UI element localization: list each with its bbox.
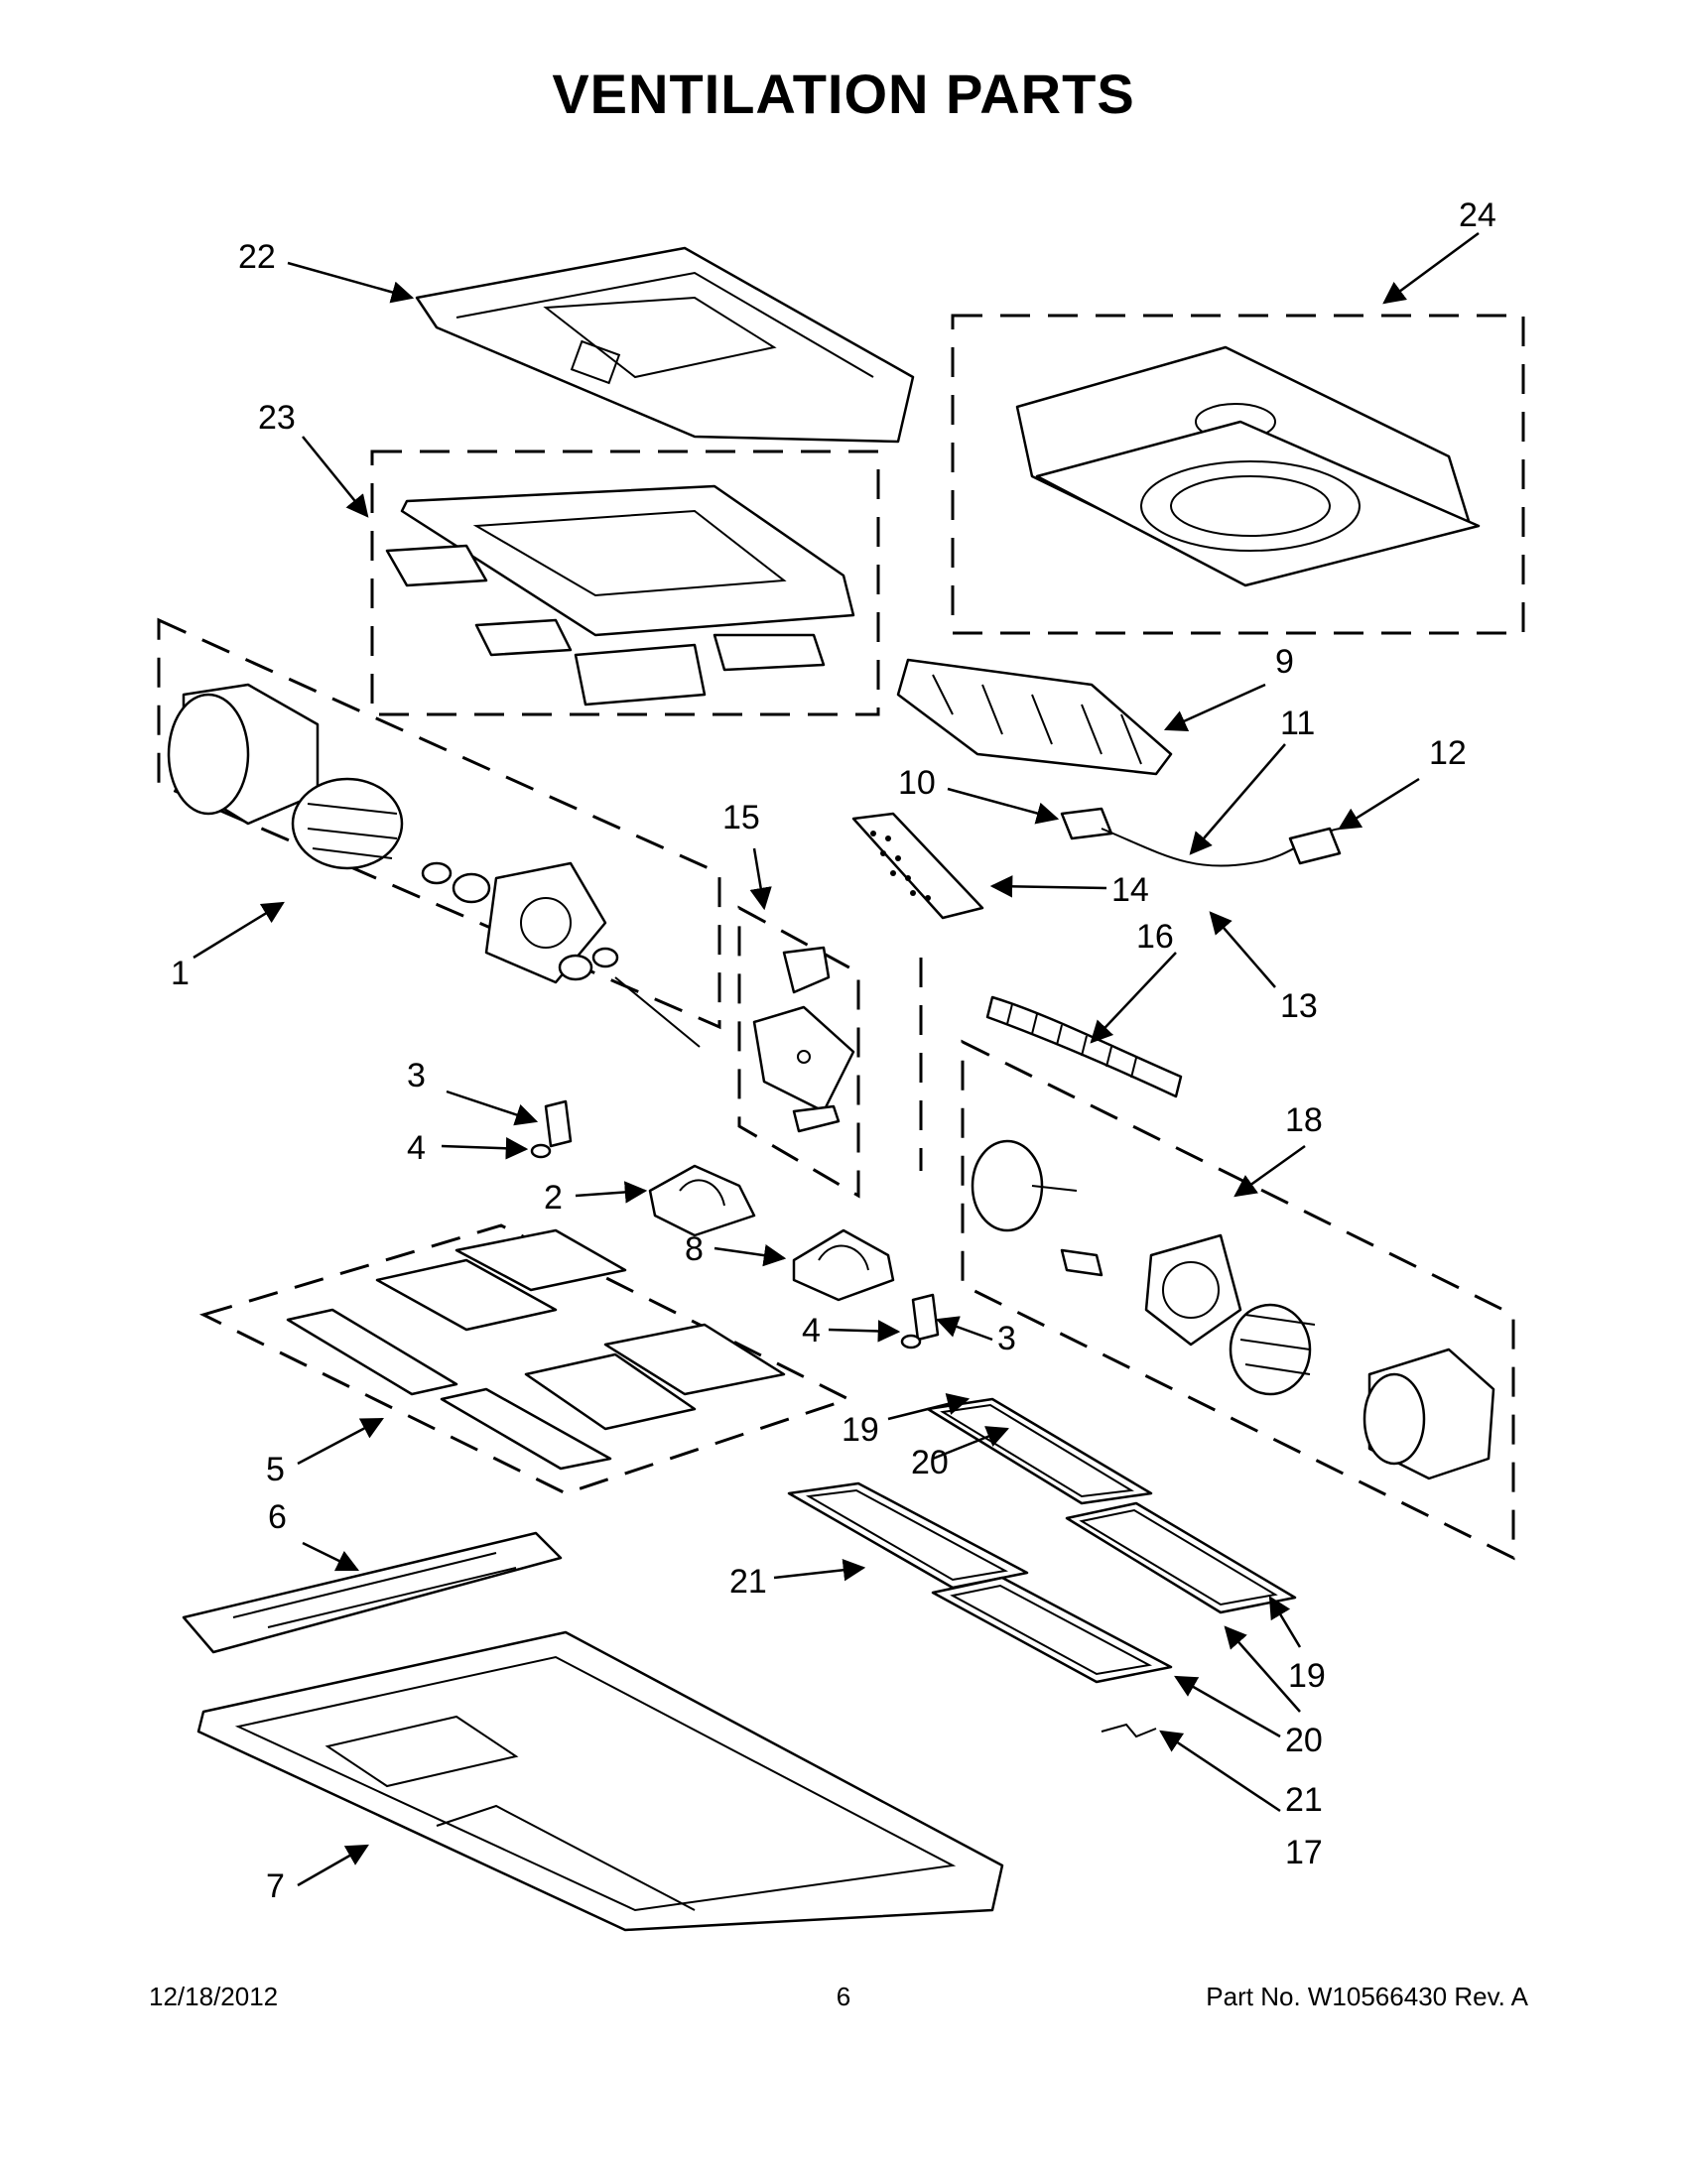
callout-16: 16 — [1136, 918, 1174, 956]
part-15-bracket — [752, 946, 855, 1133]
part-16-spacer-coil — [985, 995, 1183, 1098]
part-3-4-fastener-right — [900, 1293, 940, 1349]
callout-6: 6 — [268, 1498, 287, 1536]
footer-page-number: 6 — [836, 1982, 851, 2011]
part-2-grommet — [648, 1164, 756, 1237]
callout-19b: 19 — [1288, 1657, 1326, 1695]
part-17-clip — [1101, 1723, 1157, 1738]
part-21-frame-lower — [931, 1576, 1173, 1684]
callout-2: 2 — [544, 1179, 563, 1217]
page-title: VENTILATION PARTS — [552, 63, 1135, 125]
callout-numbers: 22 24 23 9 11 12 10 1 15 14 16 13 3 4 2 … — [171, 196, 1496, 1905]
callout-11: 11 — [1280, 705, 1315, 742]
part-24-group-box — [951, 314, 1525, 635]
footer-date: 12/18/2012 — [149, 1982, 279, 2011]
callout-19: 19 — [842, 1411, 879, 1449]
part-19-20-filter-upper — [926, 1397, 1153, 1505]
callout-21b: 21 — [1285, 1781, 1323, 1819]
part-6-bracket — [182, 1531, 563, 1654]
part-1-group-box — [157, 617, 721, 1030]
callout-12: 12 — [1429, 734, 1467, 772]
callout-13: 13 — [1280, 987, 1318, 1025]
callout-24: 24 — [1459, 196, 1496, 234]
callout-4: 4 — [407, 1129, 426, 1167]
callout-18: 18 — [1285, 1101, 1323, 1139]
part-15-group-box — [737, 905, 860, 1199]
part-3-4-fastener-left — [530, 1099, 573, 1159]
part-7-base-pan — [196, 1630, 1004, 1932]
callout-10: 10 — [898, 764, 936, 802]
callout-15: 15 — [722, 799, 760, 836]
callout-5: 5 — [266, 1451, 285, 1488]
part-5-group-box — [198, 1223, 852, 1495]
callout-20b: 20 — [1285, 1722, 1323, 1759]
callout-20: 20 — [911, 1444, 949, 1481]
callout-23: 23 — [258, 399, 296, 437]
part-23-panel — [385, 484, 855, 707]
callout-22: 22 — [238, 238, 276, 276]
part-5-filter-pads — [286, 1228, 786, 1471]
part-19-20-filter-lower — [1065, 1501, 1297, 1614]
callout-9: 9 — [1275, 643, 1294, 681]
callout-3b: 3 — [997, 1320, 1016, 1357]
part-11-wire-harness — [1060, 807, 1342, 867]
leader-lines — [193, 231, 1480, 1887]
part-21-frame-upper — [787, 1481, 1029, 1590]
callout-4b: 4 — [802, 1312, 821, 1349]
callout-14: 14 — [1111, 871, 1149, 909]
callout-21: 21 — [729, 1563, 767, 1601]
callout-17: 17 — [1285, 1834, 1323, 1871]
part-8-grommet — [792, 1228, 895, 1302]
callout-1: 1 — [171, 955, 190, 992]
part-14-perforated-plate — [851, 812, 984, 920]
callout-7: 7 — [266, 1867, 285, 1905]
part-18-group-box — [961, 1039, 1515, 1561]
part-22-top-cover — [415, 246, 915, 444]
callout-8: 8 — [685, 1230, 704, 1268]
part-24-plates — [1015, 345, 1481, 587]
part-1-blower-assembly — [167, 683, 701, 1048]
part-18-blower-motor — [971, 1139, 1495, 1480]
part-9-control-bracket — [896, 658, 1173, 776]
callout-3: 3 — [407, 1057, 426, 1094]
footer-part-number: Part No. W10566430 Rev. A — [1206, 1982, 1528, 2011]
part-23-group-box — [370, 450, 880, 716]
